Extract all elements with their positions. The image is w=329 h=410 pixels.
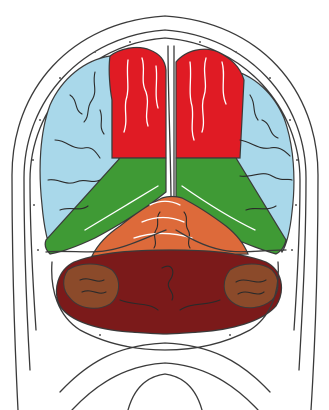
right-hemisphere-superior-red (176, 49, 244, 158)
right-cerebellar-lateral-lobe (224, 264, 278, 308)
